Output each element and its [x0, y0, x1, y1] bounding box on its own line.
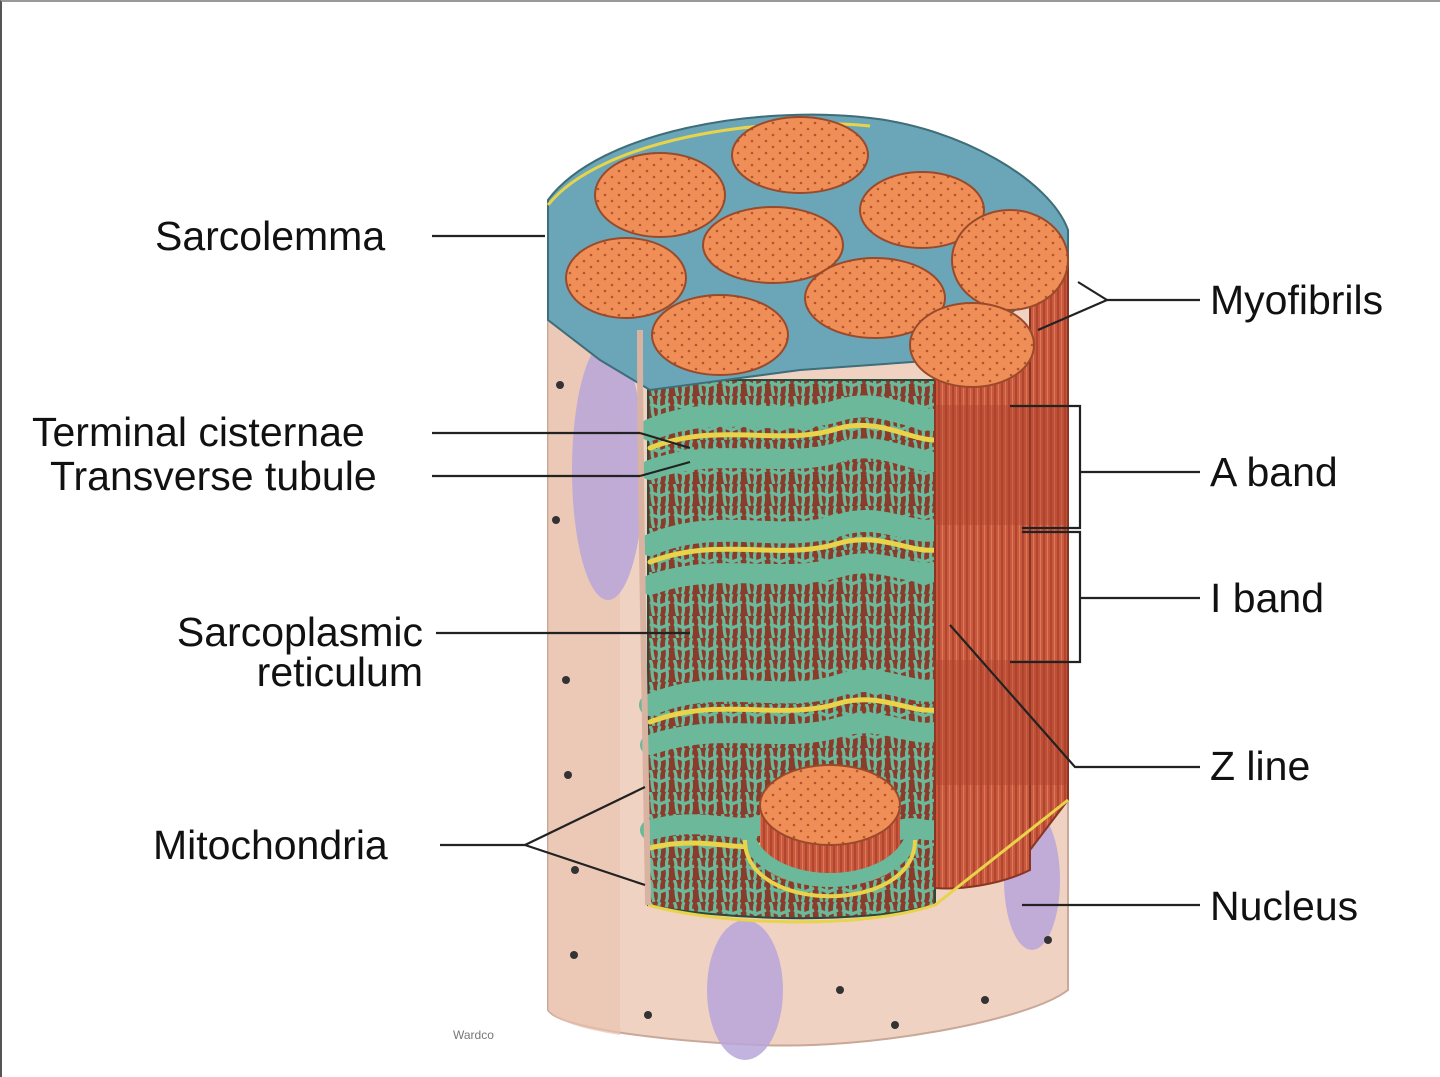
label-sarcoplasmic-reticulum-line2: reticulum — [256, 649, 423, 695]
label-nucleus: Nucleus — [1210, 883, 1359, 929]
label-sarcolemma: Sarcolemma — [155, 213, 386, 259]
label-myofibrils: Myofibrils — [1210, 277, 1384, 323]
myofibril-side — [934, 338, 1031, 890]
illustrator-credit: Wardco — [453, 1028, 494, 1042]
nucleus-shape — [707, 920, 783, 1060]
label-i-band: I band — [1210, 575, 1324, 621]
label-a-band: A band — [1210, 449, 1338, 495]
label-mitochondria: Mitochondria — [153, 822, 388, 868]
nucleus-shape — [572, 340, 644, 600]
leader-lines — [432, 234, 1200, 907]
label-terminal-cisternae: Terminal cisternae — [32, 409, 365, 455]
label-transverse-tubule: Transverse tubule — [50, 453, 377, 499]
label-sarcoplasmic-reticulum-line1: Sarcoplasmic — [176, 609, 423, 655]
label-z-line: Z line — [1210, 743, 1311, 789]
